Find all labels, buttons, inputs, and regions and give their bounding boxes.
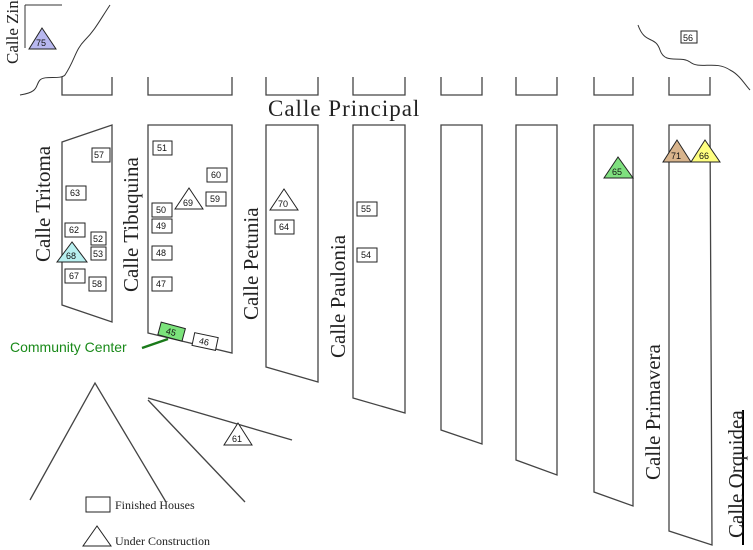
house-56[interactable]: 56: [680, 30, 698, 44]
house-48[interactable]: 48: [151, 245, 173, 261]
construction-75[interactable]: 75: [28, 27, 57, 50]
legend-triangle-swatch: [82, 525, 112, 547]
svg-text:48: 48: [156, 248, 166, 258]
house-58[interactable]: 58: [88, 276, 107, 292]
svg-text:65: 65: [612, 167, 622, 177]
community-center[interactable]: 45 Community Center: [10, 321, 186, 355]
house-59[interactable]: 59: [205, 191, 227, 207]
house-63[interactable]: 63: [65, 185, 87, 201]
svg-text:51: 51: [157, 143, 167, 153]
street-label-paulonia: Calle Paulonia: [326, 234, 350, 358]
community-center-pointer: [141, 337, 169, 350]
street-label-petunia: Calle Petunia: [239, 207, 263, 320]
svg-text:64: 64: [279, 222, 289, 232]
blocks: [29, 124, 744, 546]
house-53[interactable]: 53: [90, 246, 107, 261]
street-label-orquidea: Calle Orquidea: [724, 410, 748, 538]
svg-text:47: 47: [156, 279, 166, 289]
house-67[interactable]: 67: [64, 268, 86, 284]
construction-sites: 75 68 69 70 65 71 66 61: [28, 27, 721, 446]
house-57[interactable]: 57: [91, 147, 111, 163]
houses: 57 63 62 52 53 67 58 51 60 59 50 49 48 4…: [64, 30, 698, 351]
house-64[interactable]: 64: [274, 219, 295, 235]
svg-text:66: 66: [699, 151, 709, 161]
svg-text:58: 58: [92, 279, 102, 289]
svg-text:63: 63: [70, 188, 80, 198]
svg-text:75: 75: [36, 38, 46, 48]
construction-71[interactable]: 71: [662, 139, 692, 163]
svg-text:54: 54: [361, 250, 371, 260]
street-label-tritoma: Calle Tritoma: [31, 145, 55, 262]
house-52[interactable]: 52: [90, 231, 107, 246]
svg-text:57: 57: [94, 150, 104, 160]
svg-text:59: 59: [210, 194, 220, 204]
top-blocks: [61, 77, 711, 96]
house-47[interactable]: 47: [151, 276, 173, 292]
svg-text:49: 49: [156, 221, 166, 231]
construction-65[interactable]: 65: [603, 156, 634, 179]
construction-70[interactable]: 70: [269, 188, 299, 211]
main-street-label: Calle Principal: [268, 96, 420, 121]
house-54[interactable]: 54: [356, 247, 378, 263]
svg-text:52: 52: [93, 234, 103, 244]
legend-construction-label: Under Construction: [115, 534, 210, 548]
house-51[interactable]: 51: [152, 140, 173, 156]
house-46[interactable]: 46: [191, 332, 219, 351]
creek-left: [19, 4, 111, 96]
construction-61[interactable]: 61: [223, 422, 253, 446]
street-label-zinia: Calle Zinia: [3, 0, 22, 64]
community-center-label: Community Center: [10, 339, 127, 355]
svg-text:60: 60: [211, 170, 221, 180]
svg-text:71: 71: [671, 151, 681, 161]
svg-text:61: 61: [232, 434, 242, 444]
street-label-tibuquina: Calle Tibuquina: [119, 157, 143, 292]
house-50[interactable]: 50: [151, 202, 173, 218]
svg-text:55: 55: [361, 204, 371, 214]
house-60[interactable]: 60: [206, 167, 228, 183]
construction-66[interactable]: 66: [690, 139, 721, 163]
house-49[interactable]: 49: [151, 218, 173, 234]
svg-text:50: 50: [156, 205, 166, 215]
creek-right: [637, 24, 751, 91]
legend-finished-label: Finished Houses: [115, 498, 195, 512]
street-label-primavera: Calle Primavera: [641, 343, 665, 480]
svg-text:67: 67: [69, 271, 79, 281]
svg-text:70: 70: [278, 199, 288, 209]
community-center-number: 45: [165, 326, 177, 338]
house-62[interactable]: 62: [64, 222, 86, 238]
svg-text:56: 56: [683, 33, 693, 43]
construction-68[interactable]: 68: [56, 241, 88, 263]
legend-house-swatch: [85, 496, 111, 513]
construction-69[interactable]: 69: [174, 187, 204, 210]
svg-text:46: 46: [198, 336, 210, 348]
legend: Finished Houses Under Construction: [82, 496, 210, 548]
svg-text:68: 68: [66, 251, 76, 261]
svg-text:62: 62: [69, 225, 79, 235]
svg-text:69: 69: [183, 198, 193, 208]
svg-text:53: 53: [93, 249, 103, 259]
house-55[interactable]: 55: [356, 201, 378, 217]
